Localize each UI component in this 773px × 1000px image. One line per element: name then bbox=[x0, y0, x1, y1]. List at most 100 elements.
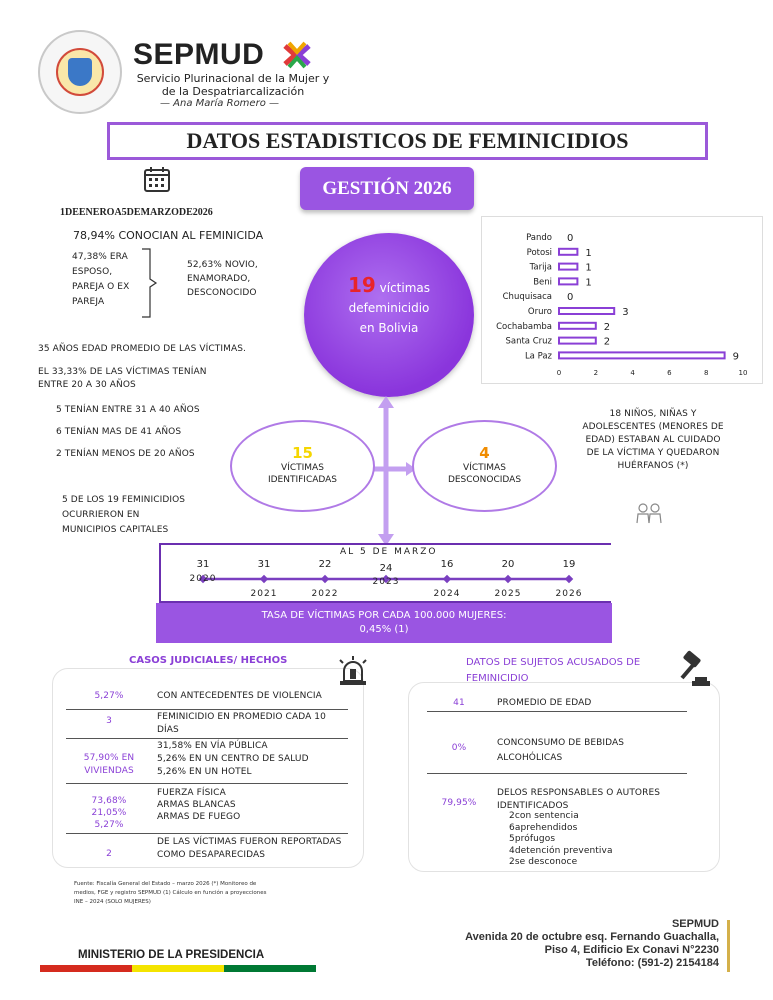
footer-org: SEPMUD bbox=[671, 918, 719, 930]
bar-value-label: 1 bbox=[585, 248, 591, 259]
bar-value-label: 2 bbox=[604, 322, 610, 333]
timeline-year-label: 2026 bbox=[556, 589, 583, 599]
judicial-label-2: FEMINICIDIO EN PROMEDIO CADA 10 DÍAS bbox=[157, 712, 326, 735]
footer-contact: SEPMUD Avenida 20 de octubre esq. Fernan… bbox=[440, 918, 719, 970]
timeline-frame bbox=[159, 543, 611, 603]
bar bbox=[558, 321, 597, 330]
bar-category-label: Tarija bbox=[529, 263, 552, 273]
footer-accent-line bbox=[727, 920, 730, 972]
acusados-item: 4detención preventiva bbox=[509, 845, 613, 856]
victims-count-block: 19 víctimas defeminicidio en Bolivia bbox=[304, 275, 474, 338]
timeline-value-label: 31 bbox=[197, 559, 210, 570]
judicial-labels-3: 31,58% EN VÍA PÚBLICA 5,26% EN UN CENTRO… bbox=[157, 740, 347, 779]
judicial-divider-2 bbox=[66, 738, 348, 739]
timeline-year-label: 2025 bbox=[495, 589, 522, 599]
bar-category-label: Pando bbox=[526, 233, 552, 243]
judicial-divider-1 bbox=[66, 709, 348, 710]
flag-stripe-yellow bbox=[132, 965, 224, 972]
footer-address-2: Piso 4, Edificio Ex Conavi N°2230 bbox=[544, 944, 719, 956]
unknown-count: 4 bbox=[479, 444, 490, 462]
bar-value-label: 0 bbox=[567, 292, 573, 303]
bar bbox=[558, 247, 579, 256]
edad-31-40-text: 5 TENÍAN ENTRE 31 A 40 AÑOS bbox=[56, 405, 200, 415]
unknown-circle bbox=[412, 420, 557, 512]
tasa-line-2: 0,45% (1) bbox=[359, 624, 409, 635]
bar-value-label: 3 bbox=[622, 307, 628, 318]
presidency-seal bbox=[38, 30, 122, 114]
judicial-label-3c: 5,26% EN UN HOTEL bbox=[157, 767, 252, 777]
judicial-label-5: DE LAS VÍCTIMAS FUERON REPORTADAS COMO D… bbox=[157, 837, 342, 860]
flag-stripe-green bbox=[224, 965, 316, 972]
brand-subtitle: Servicio Plurinacional de la Mujer y de … bbox=[136, 72, 330, 98]
bar-value-label: 1 bbox=[585, 277, 591, 288]
huerfanos-text: 18 NIÑOS, NIÑAS Y ADOLESCENTES (MENORES … bbox=[582, 409, 724, 471]
timeline-value-label: 16 bbox=[441, 559, 454, 570]
judicial-card bbox=[52, 668, 364, 868]
siren-icon bbox=[339, 656, 367, 685]
timeline-value-label: 31 bbox=[258, 559, 271, 570]
edad-20-30-text: EL 33,33% DE LAS VÍCTIMAS TENÍAN ENTRE 2… bbox=[38, 367, 207, 390]
yearly-line-chart: 3120203120212220222420231620242020251920… bbox=[190, 559, 583, 599]
children-icon bbox=[636, 503, 662, 524]
acusados-value-1: 41 bbox=[453, 698, 465, 708]
gestion-badge: GESTIÓN 2026 bbox=[300, 167, 474, 210]
judicial-title: CASOS JUDICIALES/ HECHOS bbox=[129, 655, 288, 666]
timeline-year-label: 2021 bbox=[251, 589, 278, 599]
flag-stripe-red bbox=[40, 965, 132, 972]
bracket-shape bbox=[142, 248, 158, 318]
judicial-labels-4: FUERZA FÍSICA ARMAS BLANCAS ARMAS DE FUE… bbox=[157, 787, 347, 823]
timeline-point bbox=[503, 574, 513, 584]
source-note: Fuente: Fiscalía General del Estado – ma… bbox=[74, 881, 267, 905]
judicial-value-5: 2 bbox=[106, 849, 112, 859]
acusados-item: 2se desconoce bbox=[509, 857, 578, 867]
timeline-year-label: 2023 bbox=[373, 577, 400, 587]
acusados-label-3: DELOS RESPONSABLES O AUTORES IDENTIFICAD… bbox=[497, 788, 661, 811]
edad-promedio-text: 35 AÑOS EDAD PROMEDIO DE LAS VÍCTIMAS. bbox=[38, 344, 246, 354]
bar-category-label: Santa Cruz bbox=[505, 337, 552, 347]
acusados-value-2: 0% bbox=[451, 743, 467, 753]
judicial-value-4a: 73,68% bbox=[91, 796, 127, 806]
bar-category-label: La Paz bbox=[525, 351, 553, 361]
capitales-text: 5 DE LOS 19 FEMINICIDIOS OCURRIERON EN M… bbox=[62, 495, 186, 535]
acusados-divider-2 bbox=[427, 773, 687, 774]
x-tick-label: 2 bbox=[594, 369, 598, 377]
unknown-label: VÍCTIMAS DESCONOCIDAS bbox=[447, 463, 522, 485]
judicial-label-3a: 31,58% EN VÍA PÚBLICA bbox=[157, 741, 268, 751]
identified-count: 15 bbox=[292, 444, 313, 462]
bar-category-label: Potosi bbox=[527, 248, 552, 258]
footer-address-1: Avenida 20 de octubre esq. Fernando Guac… bbox=[465, 931, 719, 943]
timeline-title: AL 5 DE MARZO bbox=[340, 547, 438, 557]
brand-signature: — Ana María Romero — bbox=[160, 98, 279, 109]
tasa-line-1: TASA DE VÍCTIMAS POR CADA 100.000 MUJERE… bbox=[261, 610, 507, 621]
timeline-value-label: 22 bbox=[319, 559, 332, 570]
footer-phone: Teléfono: (591-2) 2154184 bbox=[585, 957, 719, 969]
judicial-value-3: 57,90% EN VIVIENDAS bbox=[83, 753, 135, 776]
judicial-label-3b: 5,26% EN UN CENTRO DE SALUD bbox=[157, 754, 309, 764]
timeline-value-label: 20 bbox=[502, 559, 515, 570]
period-label: 1DEENEROA5DEMARZODE2026 bbox=[60, 207, 213, 218]
acusados-item: 2con sentencia bbox=[509, 811, 579, 821]
bar bbox=[558, 351, 726, 360]
brand-name: SEPMUD bbox=[133, 38, 265, 71]
timeline-point bbox=[259, 574, 269, 584]
victims-count: 19 bbox=[347, 273, 376, 297]
identified-label: VÍCTIMAS IDENTIFICADAS bbox=[267, 463, 338, 485]
acusados-title: DATOS DE SUJETOS ACUSADOS DE FEMINICIDIO bbox=[466, 657, 641, 684]
calendar-icon bbox=[144, 167, 170, 192]
x-tick-label: 8 bbox=[704, 369, 708, 377]
bar-category-label: Cochabamba bbox=[496, 322, 552, 332]
judicial-label-4a: FUERZA FÍSICA bbox=[157, 788, 226, 798]
judicial-divider-4 bbox=[66, 833, 348, 834]
bar-value-label: 9 bbox=[733, 351, 739, 362]
acusados-label-2: CONCONSUMO DE BEBIDAS ALCOHÓLICAS bbox=[497, 738, 625, 763]
judicial-label-4b: ARMAS BLANCAS bbox=[157, 800, 236, 810]
coat-of-arms-icon bbox=[56, 48, 104, 96]
victims-text-2: defeminicidio bbox=[348, 301, 430, 315]
judicial-value-4c: 5,27% bbox=[94, 820, 124, 830]
bar-category-label: Chuquisaca bbox=[503, 292, 552, 302]
ministerio-label: MINISTERIO DE LA PRESIDENCIA bbox=[78, 949, 265, 961]
identified-block: 15 VÍCTIMAS IDENTIFICADAS bbox=[230, 444, 375, 486]
judicial-label-4c: ARMAS DE FUEGO bbox=[157, 812, 241, 822]
unknown-block: 4 VÍCTIMAS DESCONOCIDAS bbox=[412, 444, 557, 486]
acusados-item: 6aprehendidos bbox=[509, 822, 578, 833]
